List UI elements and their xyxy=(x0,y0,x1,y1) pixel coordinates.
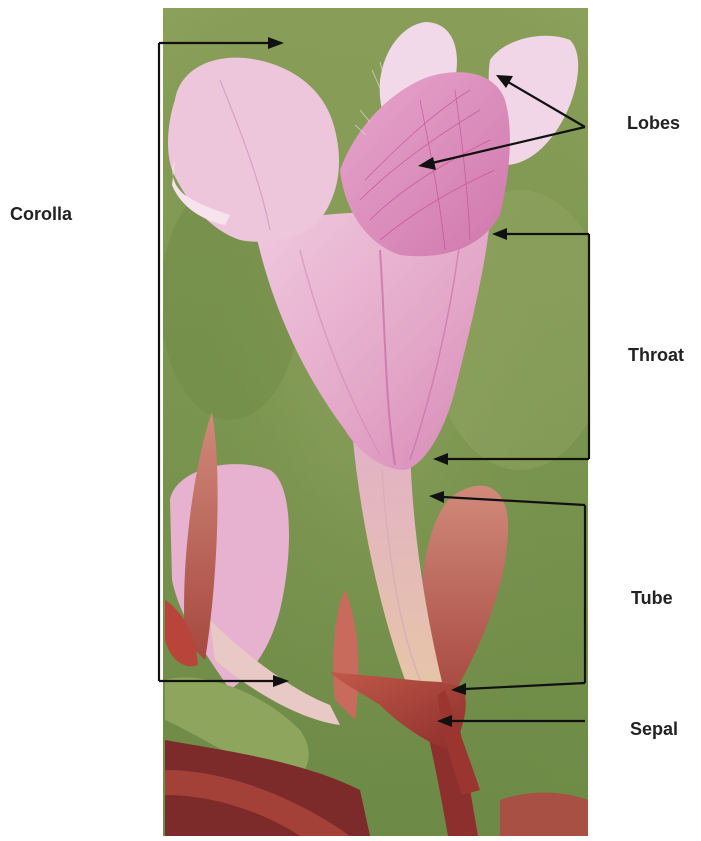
label-throat: Throat xyxy=(628,345,684,366)
label-tube: Tube xyxy=(631,588,673,609)
label-corolla: Corolla xyxy=(10,204,72,225)
label-sepal: Sepal xyxy=(630,719,678,740)
photo-area xyxy=(160,8,610,836)
label-lobes: Lobes xyxy=(627,113,680,134)
